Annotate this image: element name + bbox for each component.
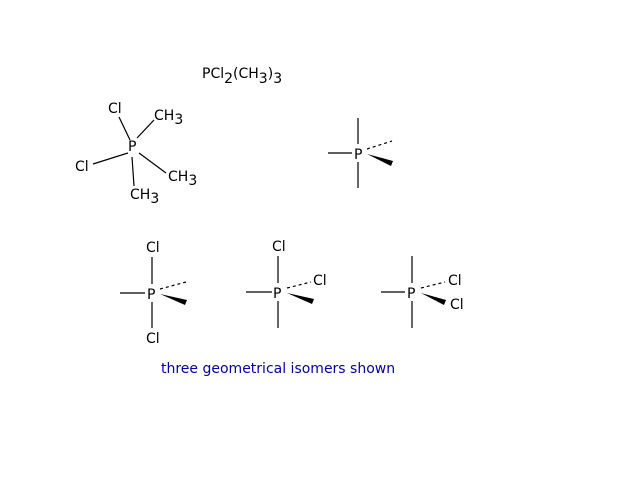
bond-equatorial-dash [420, 281, 446, 289]
atom-cl-left: Cl [75, 159, 89, 175]
structure-generic: Cl CH3 P Cl CH3 CH3 [75, 101, 197, 207]
caption-text: three geometrical isomers shown [161, 361, 395, 377]
bond-equatorial-dash [159, 281, 187, 290]
bond-p-cl-top [118, 116, 131, 141]
structure-tbp-template: P [328, 118, 393, 188]
atom-p-center: P [273, 286, 281, 302]
bond-equatorial-dash [286, 281, 312, 289]
atom-p-center: P [147, 287, 155, 303]
atom-cl-axial-top: Cl [272, 239, 286, 255]
bond-equatorial-dash [366, 140, 393, 150]
atom-ch3-top: CH3 [154, 108, 183, 128]
atom-p-center: P [354, 147, 362, 163]
atom-cl-top: Cl [108, 101, 122, 117]
bond-p-ch3-top [136, 119, 155, 139]
bond-equatorial-wedge [287, 293, 314, 304]
bond-p-ch3-right [138, 152, 167, 174]
atom-cl-equatorial: Cl [313, 273, 327, 289]
isomer-diaxial: Cl P Cl [120, 240, 187, 347]
atom-cl-axial-top: Cl [146, 240, 160, 256]
atom-cl-equatorial-lower: Cl [450, 297, 464, 313]
bond-equatorial-wedge [421, 293, 446, 305]
bond-equatorial-wedge [160, 294, 187, 305]
isomer-axial-equatorial: Cl P Cl [246, 239, 327, 328]
bond-equatorial-wedge [367, 154, 393, 166]
atom-p-center: P [407, 286, 415, 302]
formula-title: PCl2(CH3)3 [202, 66, 282, 87]
bond-p-ch3-bottom [131, 156, 135, 187]
atom-cl-axial-bottom: Cl [146, 331, 160, 347]
bond-p-cl-left [92, 152, 129, 165]
atom-p-center: P [128, 139, 136, 155]
isomer-diequatorial: P Cl Cl [381, 256, 464, 328]
atom-cl-equatorial-upper: Cl [448, 273, 462, 289]
atom-ch3-bottom: CH3 [130, 187, 159, 207]
atom-ch3-right: CH3 [168, 169, 197, 189]
